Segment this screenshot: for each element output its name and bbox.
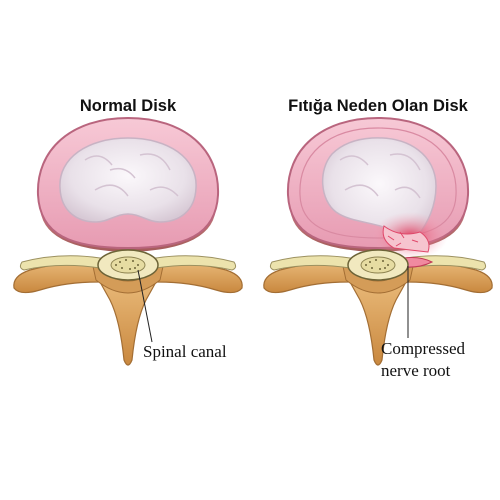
- herniated-disk-group: Compressed nerve root: [263, 116, 493, 380]
- compressed-nerve-label-line1: Compressed: [381, 339, 466, 358]
- spinal-canal-label: Spinal canal: [143, 342, 227, 361]
- normal-disk-title: Normal Disk: [80, 97, 177, 115]
- herniated-disk-title: Fıtığa Neden Olan Disk: [288, 97, 469, 115]
- normal-disk-group: Spinal canal: [13, 116, 243, 366]
- spinal-canal-pointer: [137, 269, 153, 343]
- compressed-nerve-label-line2: nerve root: [381, 361, 451, 380]
- compressed-nerve-root: [403, 257, 434, 268]
- normal-nucleus: [59, 137, 197, 223]
